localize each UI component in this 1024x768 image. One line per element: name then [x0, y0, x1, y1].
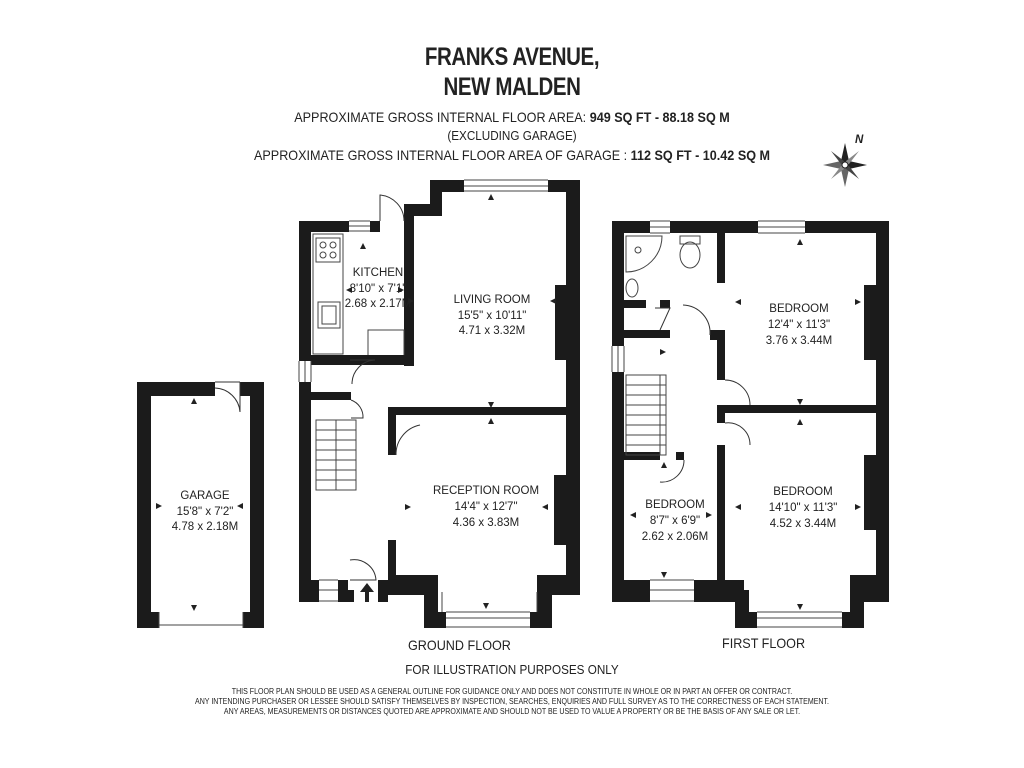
window-bedroom-front	[757, 611, 842, 628]
window-landing	[611, 346, 625, 372]
toilet-icon	[679, 241, 701, 269]
door-front	[349, 559, 377, 581]
garage-door-opening	[158, 612, 244, 628]
garage-wall-bottom-left	[137, 612, 159, 628]
kitchen-name: KITCHEN	[353, 267, 403, 279]
bedroom-rear-metric: 3.76 x 3.44M	[766, 335, 832, 347]
bathroom-fittings	[625, 235, 701, 298]
kitchen-fittings	[312, 233, 405, 355]
kitchen-imperial: 8'10" x 7'1"	[350, 283, 407, 295]
floor-area-line: APPROXIMATE GROSS INTERNAL FLOOR AREA: 9…	[51, 109, 973, 125]
room-labels: KITCHEN 8'10" x 7'1" 2.68 x 2.17M LIVING…	[172, 267, 838, 543]
walls	[137, 180, 889, 628]
window-bedroom-rear	[758, 220, 805, 234]
measurement-arrows	[156, 194, 861, 611]
garage-wall-top-left	[137, 382, 215, 396]
bedroom-front-metric: 4.52 x 3.44M	[770, 518, 836, 530]
window-bathroom	[650, 220, 670, 234]
living-metric: 4.71 x 3.32M	[459, 325, 525, 337]
living-name: LIVING ROOM	[454, 294, 531, 306]
windows	[158, 179, 842, 628]
garage-area-label: APPROXIMATE GROSS INTERNAL FLOOR AREA OF…	[253, 147, 628, 163]
reception-imperial: 14'4" x 12'7"	[454, 501, 517, 513]
disclaimer-line1: THIS FLOOR PLAN SHOULD BE USED AS A GENE…	[231, 686, 793, 696]
worktop	[312, 233, 344, 355]
window-hall	[319, 579, 338, 602]
bedroom-small-imperial: 8'7" x 6'9"	[650, 515, 700, 527]
bedroom-rear-imperial: 12'4" x 11'3"	[768, 319, 830, 331]
bedroom-small-name: BEDROOM	[645, 499, 704, 511]
first-floor-label: FIRST FLOOR	[722, 635, 806, 651]
door-reception	[395, 424, 421, 456]
living-imperial: 15'5" x 10'11"	[458, 310, 527, 322]
window-reception	[446, 611, 530, 628]
garage-metric: 4.78 x 2.18M	[172, 521, 238, 533]
disclaimer-line3: ANY AREAS, MEASUREMENTS OR DISTANCES QUO…	[223, 706, 801, 716]
excluding-garage-note: (EXCLUDING GARAGE)	[447, 128, 577, 143]
bedroom-rear-name: BEDROOM	[769, 303, 828, 315]
door-swings	[214, 194, 751, 581]
plan-title-line2: NEW MALDEN	[443, 73, 581, 101]
illustration-note: FOR ILLUSTRATION PURPOSES ONLY	[405, 662, 619, 677]
ground-floor-label: GROUND FLOOR	[408, 637, 511, 653]
door-small-bedroom	[659, 459, 685, 483]
basin-icon	[625, 278, 639, 298]
bedroom-small-metric: 2.62 x 2.06M	[642, 531, 708, 543]
garage-wall-left	[137, 382, 151, 628]
shower-icon	[625, 235, 663, 273]
window-small-bedroom	[650, 579, 694, 602]
door-bedroom-front	[724, 422, 751, 446]
plan-title-line1: FRANKS AVENUE,	[424, 43, 600, 71]
stairs-first	[625, 374, 667, 456]
garage-wall-bottom-right	[243, 612, 264, 628]
floor-area-label: APPROXIMATE GROSS INTERNAL FLOOR AREA:	[294, 109, 587, 125]
stairs-ground	[315, 419, 357, 491]
door-garage	[214, 381, 241, 413]
bedroom-front-imperial: 14'10" x 11'3"	[769, 502, 838, 514]
window-kitchen	[349, 220, 370, 232]
reception-name: RECEPTION ROOM	[433, 485, 539, 497]
window-side	[298, 361, 312, 382]
reception-metric: 4.36 x 3.83M	[453, 517, 519, 529]
door-kitchen	[350, 359, 376, 385]
garage-imperial: 15'8" x 7'2"	[177, 506, 234, 518]
door-bathroom	[682, 304, 711, 336]
compass-rose-icon: N	[823, 134, 867, 187]
floor-area-value: 949 SQ FT - 88.18 SQ M	[589, 109, 730, 125]
hob-icon	[315, 237, 341, 263]
garage-name: GARAGE	[180, 490, 230, 502]
door-bedroom-rear	[724, 379, 751, 406]
bedroom-front-name: BEDROOM	[773, 486, 832, 498]
sink-icon	[317, 301, 341, 329]
door-kitchen-back	[379, 194, 405, 222]
garage-area-value: 112 SQ FT - 10.42 SQ M	[630, 147, 771, 163]
kitchen-metric: 2.68 x 2.17M	[345, 298, 411, 310]
compass-north-label: N	[855, 134, 864, 146]
garage-wall-right	[250, 382, 264, 628]
disclaimer-line2: ANY INTENDING PURCHASER OR LESSEE SHOULD…	[195, 696, 829, 706]
garage-area-line: APPROXIMATE GROSS INTERNAL FLOOR AREA OF…	[51, 147, 973, 163]
door-understairs	[350, 399, 364, 419]
entrance-arrow-icon	[360, 583, 374, 602]
window-living-room	[464, 179, 548, 192]
